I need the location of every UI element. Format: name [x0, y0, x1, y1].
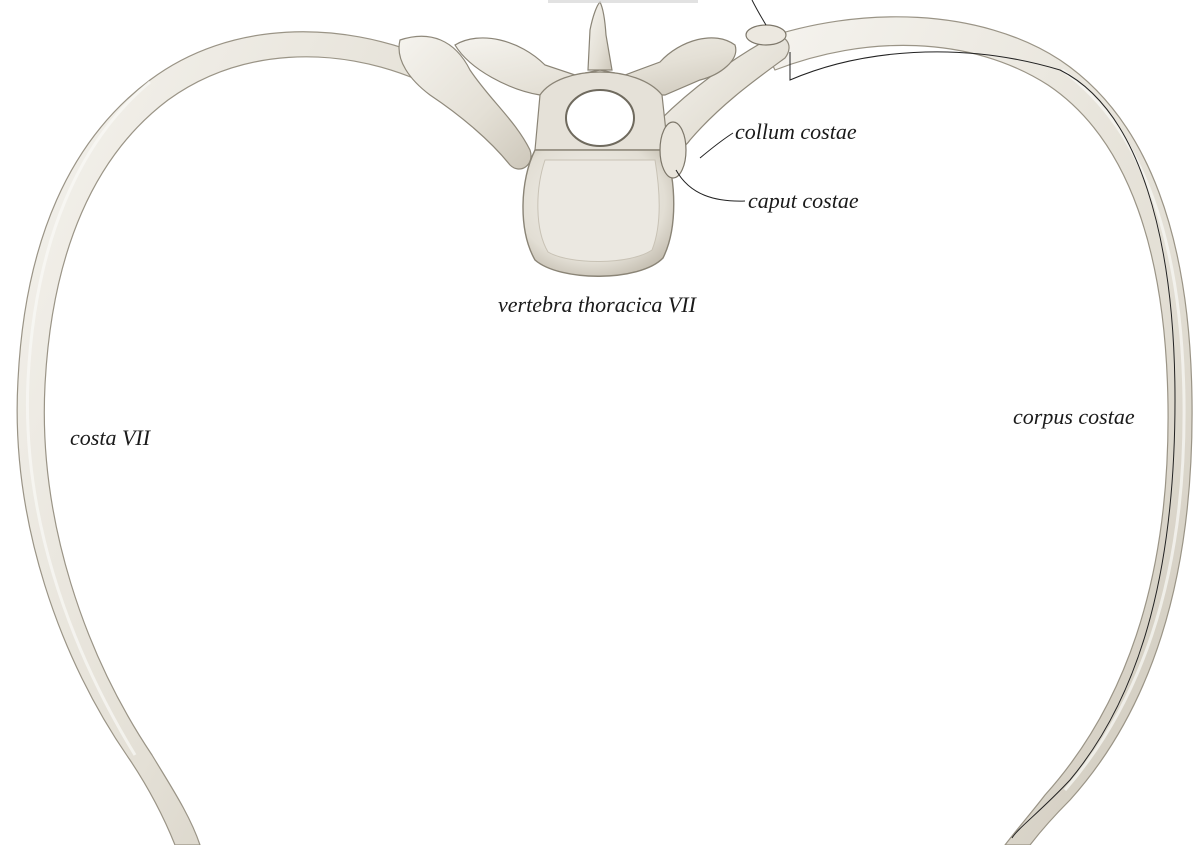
label-collum-costae: collum costae	[735, 121, 857, 143]
caput-leader	[676, 170, 745, 201]
label-costa: costa VII	[70, 427, 150, 449]
label-caput-costae: caput costae	[748, 190, 859, 212]
top-label-fragment	[548, 0, 698, 3]
label-corpus-costae: corpus costae	[1013, 406, 1135, 428]
label-vertebra-thoracica: vertebra thoracica VII	[498, 294, 696, 316]
tubercle-leader	[752, 0, 766, 25]
collum-leader	[700, 133, 733, 158]
